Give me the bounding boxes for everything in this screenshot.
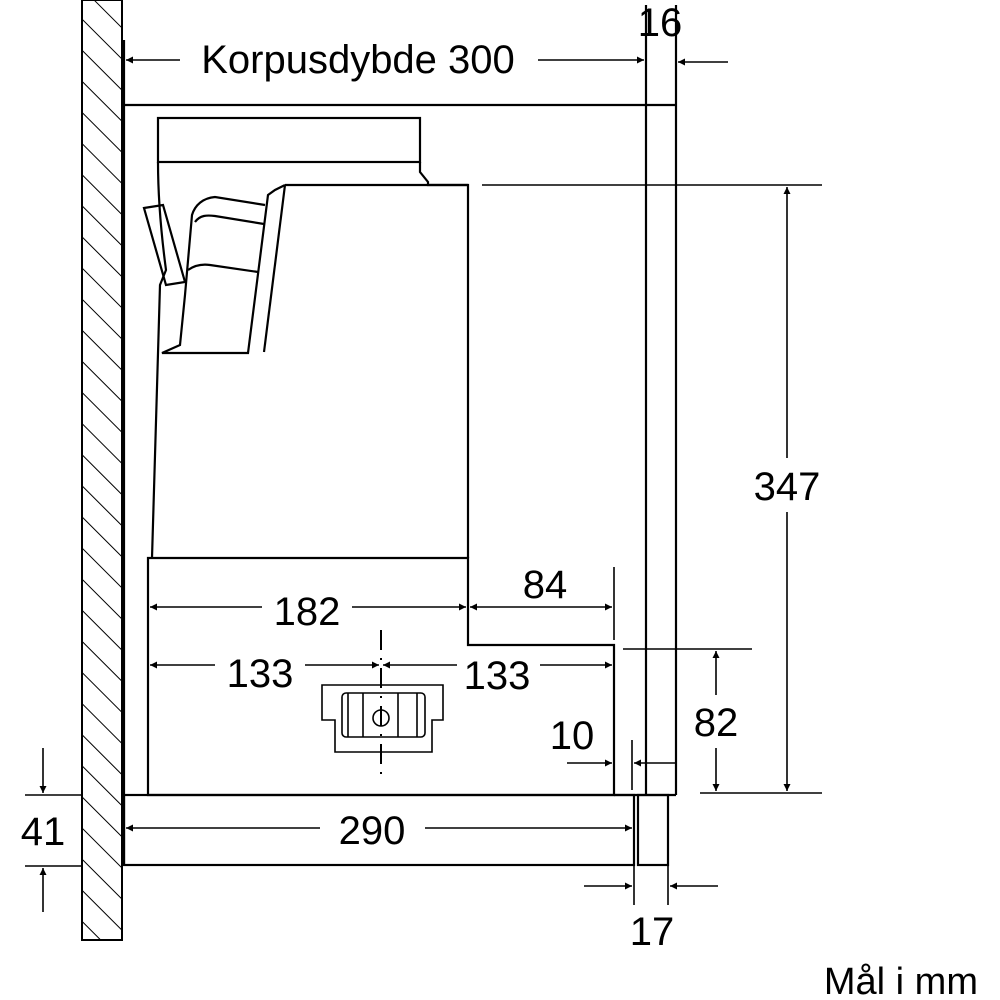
label-17: 17 — [630, 910, 675, 954]
unit-label: Mål i mm — [824, 961, 978, 1000]
label-16: 16 — [638, 1, 683, 45]
label-290: 290 — [339, 809, 406, 853]
label-84: 84 — [523, 563, 568, 607]
wall-hatched — [81, 0, 123, 941]
label-347: 347 — [754, 465, 821, 509]
label-133-left: 133 — [227, 652, 294, 696]
label-82: 82 — [694, 701, 739, 745]
front-panel — [636, 793, 670, 867]
label-182: 182 — [274, 590, 341, 634]
label-10: 10 — [550, 714, 595, 758]
label-41: 41 — [21, 810, 66, 854]
hood-body — [142, 116, 616, 797]
top-filter — [156, 116, 422, 164]
dimension-lines — [25, 56, 822, 912]
fan-unit — [321, 684, 444, 753]
cabinet — [122, 5, 678, 867]
label-korpusdybde: Korpusdybde 300 — [201, 38, 515, 82]
label-133-right: 133 — [464, 654, 531, 698]
